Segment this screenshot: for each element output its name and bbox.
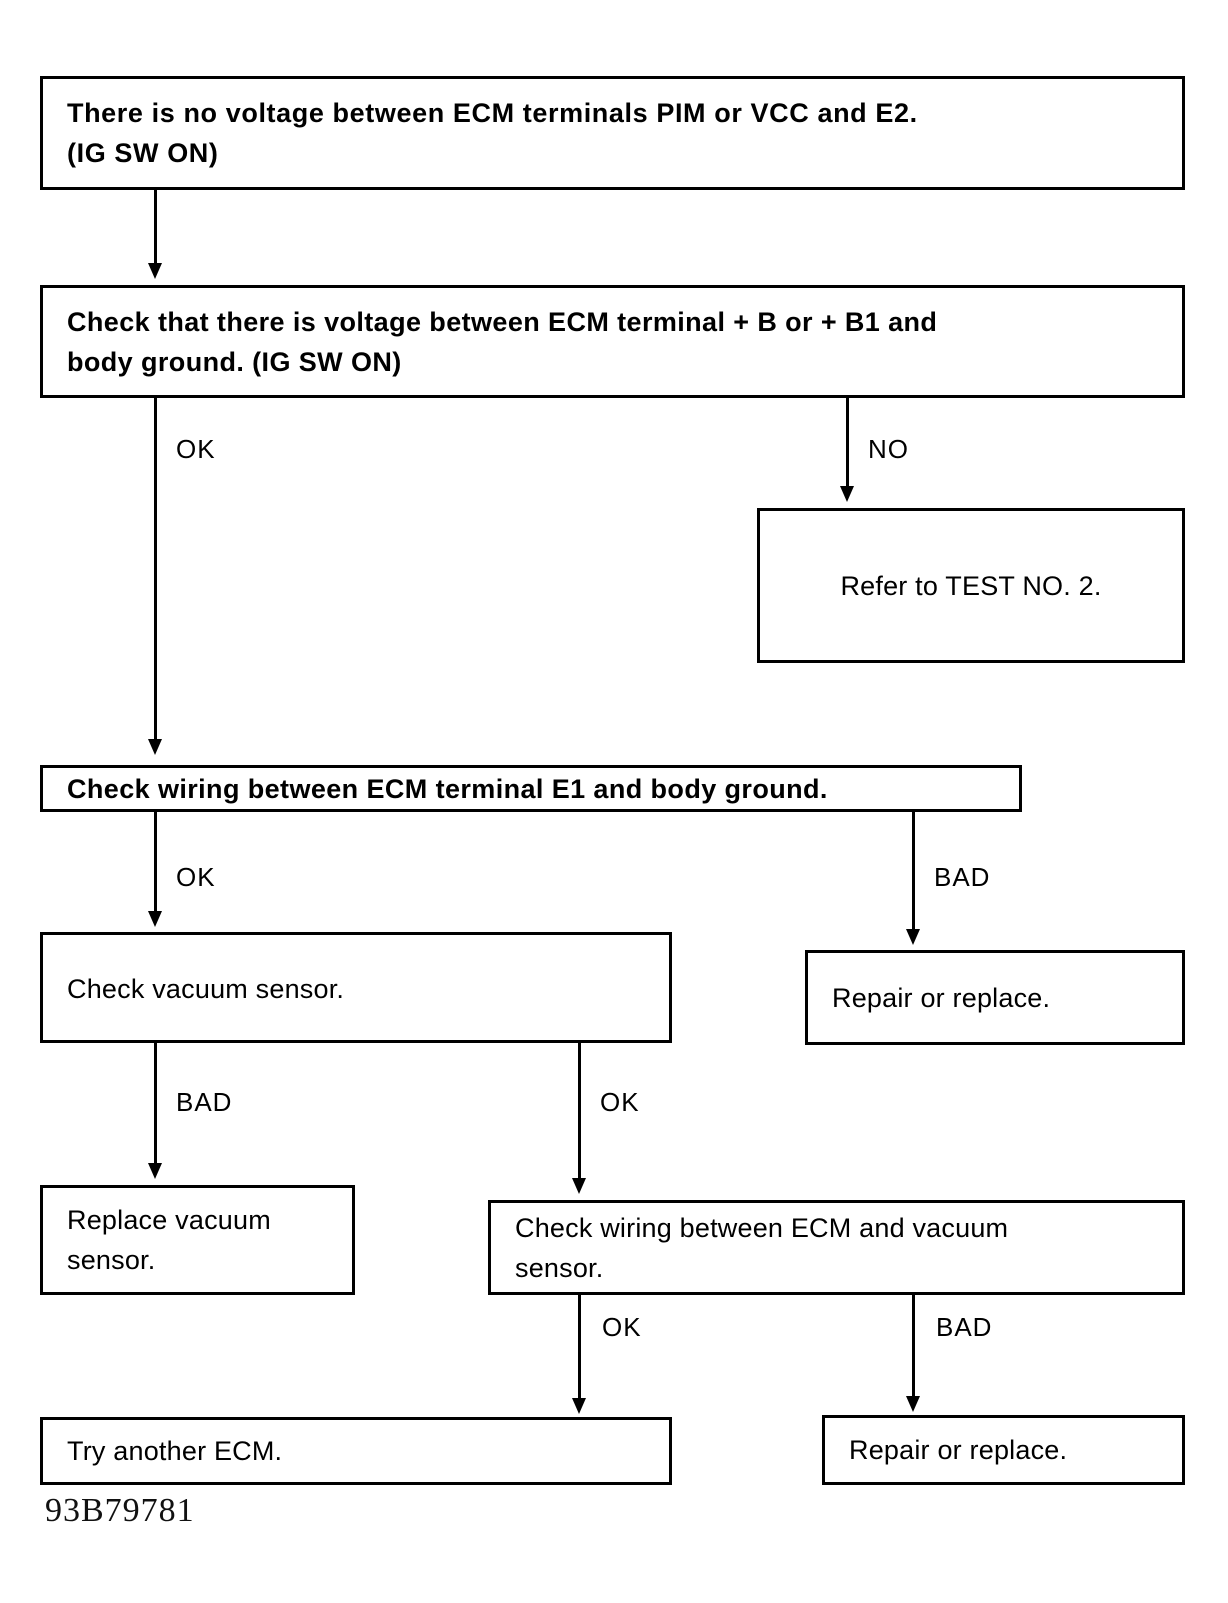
node-line-1: Replace vacuum: [67, 1205, 271, 1235]
node-text: Check that there is voltage between ECM …: [67, 302, 1172, 382]
node-text: Refer to TEST NO. 2.: [760, 566, 1182, 606]
arrowhead-n2-ok: [148, 739, 162, 755]
arrowhead-n8-bad: [906, 1396, 920, 1412]
edge-label-no-n2: NO: [868, 434, 909, 464]
node-line-1: Check wiring between ECM terminal E1 and…: [67, 773, 828, 804]
node-line-1: Repair or replace.: [849, 1435, 1068, 1465]
connector-n2-ok: [154, 398, 157, 744]
connector-n8-bad: [912, 1295, 915, 1401]
node-check-vacuum-sensor: Check vacuum sensor.: [40, 932, 672, 1043]
node-check-wiring-e1: Check wiring between ECM terminal E1 and…: [40, 765, 1022, 812]
node-line-1: Check wiring between ECM and vacuum: [515, 1212, 1009, 1243]
connector-n5-bad: [154, 1043, 157, 1168]
node-repair-or-replace-upper: Repair or replace.: [805, 950, 1185, 1045]
edge-label-ok-n5: OK: [600, 1087, 640, 1117]
figure-code-caption: 93B79781: [45, 1492, 195, 1529]
node-line-1: Try another ECM.: [67, 1436, 283, 1466]
node-check-voltage-b-b1: Check that there is voltage between ECM …: [40, 285, 1185, 398]
connector-n4-ok: [154, 812, 157, 916]
node-text: Repair or replace.: [832, 978, 1172, 1018]
arrowhead-n4-ok: [148, 911, 162, 927]
connector-n4-bad: [912, 812, 915, 934]
node-line-2: sensor.: [67, 1245, 156, 1275]
node-text: Check wiring between ECM terminal E1 and…: [67, 769, 1009, 809]
node-repair-or-replace-lower: Repair or replace.: [822, 1415, 1185, 1485]
node-text: Repair or replace.: [849, 1430, 1172, 1470]
arrowhead-n5-bad: [148, 1163, 162, 1179]
arrowhead-n4-bad: [906, 929, 920, 945]
node-no-voltage-pim-vcc: There is no voltage between ECM terminal…: [40, 76, 1185, 190]
edge-label-ok-n4: OK: [176, 862, 216, 892]
node-text: There is no voltage between ECM terminal…: [67, 93, 1172, 173]
node-check-wiring-ecm-vacuum-sensor: Check wiring between ECM and vacuum sens…: [488, 1200, 1185, 1295]
node-replace-vacuum-sensor: Replace vacuum sensor.: [40, 1185, 355, 1295]
connector-n2-no: [846, 398, 849, 490]
edge-label-bad-n5: BAD: [176, 1087, 233, 1117]
node-line-1: Check that there is voltage between ECM …: [67, 306, 938, 337]
arrowhead-n1-n2: [148, 263, 162, 279]
node-line-1: Repair or replace.: [832, 982, 1051, 1013]
connector-n8-ok: [578, 1295, 581, 1403]
node-line-1: Refer to TEST NO. 2.: [840, 570, 1102, 601]
arrowhead-n8-ok: [572, 1398, 586, 1414]
node-text: Replace vacuum sensor.: [67, 1200, 342, 1280]
node-try-another-ecm: Try another ECM.: [40, 1417, 672, 1485]
edge-label-ok-n2: OK: [176, 434, 216, 464]
edge-label-bad-n8: BAD: [936, 1312, 993, 1342]
edge-label-ok-n8: OK: [602, 1312, 642, 1342]
connector-n1-n2: [154, 190, 157, 268]
arrowhead-n2-no: [840, 486, 854, 502]
node-refer-test-no-2: Refer to TEST NO. 2.: [757, 508, 1185, 663]
node-line-1: Check vacuum sensor.: [67, 974, 345, 1004]
node-text: Check vacuum sensor.: [67, 969, 659, 1009]
node-line-1: There is no voltage between ECM terminal…: [67, 98, 918, 128]
connector-n5-ok: [578, 1043, 581, 1183]
node-line-2: body ground. (IG SW ON): [67, 346, 402, 377]
node-text: Try another ECM.: [67, 1431, 659, 1471]
node-line-2: sensor.: [515, 1252, 604, 1283]
node-line-2: (IG SW ON): [67, 138, 219, 168]
node-text: Check wiring between ECM and vacuum sens…: [515, 1208, 1172, 1288]
edge-label-bad-n4: BAD: [934, 862, 991, 892]
arrowhead-n5-ok: [572, 1178, 586, 1194]
